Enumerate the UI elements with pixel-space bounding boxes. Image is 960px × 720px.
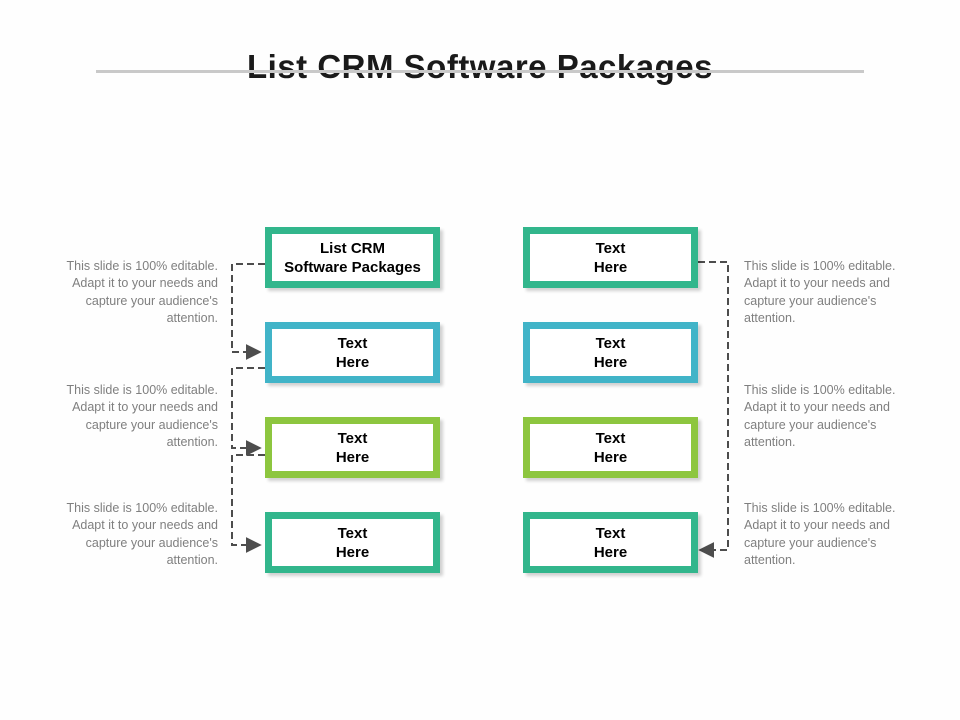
box-label-line1: Text — [595, 239, 626, 257]
caption-left-2: This slide is 100% editable. Adapt it to… — [66, 382, 218, 450]
box-label-line2: Here — [593, 543, 628, 561]
box-label-line2: Here — [593, 258, 628, 276]
diagram-box-right-4: Text Here — [523, 512, 698, 573]
diagram-box-left-3: Text Here — [265, 417, 440, 478]
caption-right-2: This slide is 100% editable. Adapt it to… — [744, 382, 896, 450]
box-label-line2: Here — [335, 353, 370, 371]
dashed-connector-box2-box3 — [231, 367, 265, 456]
caption-left-3: This slide is 100% editable. Adapt it to… — [66, 500, 218, 568]
dashed-connector-right-column — [698, 261, 729, 558]
box-label-line1: Text — [595, 334, 626, 352]
box-label-line1: Text — [595, 524, 626, 542]
box-label-line2: Here — [593, 353, 628, 371]
box-label-line2: Here — [335, 448, 370, 466]
diagram-box-right-2: Text Here — [523, 322, 698, 383]
box-label-line1: Text — [337, 524, 368, 542]
box-label-line1: Text — [337, 429, 368, 447]
caption-right-3: This slide is 100% editable. Adapt it to… — [744, 500, 896, 568]
box-label-line1: Text — [337, 334, 368, 352]
caption-left-1: This slide is 100% editable. Adapt it to… — [66, 258, 218, 326]
diagram-box-left-4: Text Here — [265, 512, 440, 573]
box-label-line2: Here — [593, 448, 628, 466]
box-label-line2: Here — [335, 543, 370, 561]
page-title: List CRM Software Packages — [247, 48, 713, 86]
caption-right-1: This slide is 100% editable. Adapt it to… — [744, 258, 896, 326]
dashed-connector-box3-box4 — [231, 454, 265, 553]
diagram-box-right-1: Text Here — [523, 227, 698, 288]
diagram-box-left-2: Text Here — [265, 322, 440, 383]
diagram-box-right-3: Text Here — [523, 417, 698, 478]
dashed-connector-box1-box2 — [231, 263, 265, 360]
title-divider-line — [96, 70, 864, 73]
box-label-line1: List CRM — [320, 239, 385, 257]
box-label-line1: Text — [595, 429, 626, 447]
box-label-line2: Software Packages — [284, 258, 421, 276]
diagram-box-crm-title: List CRM Software Packages — [265, 227, 440, 288]
